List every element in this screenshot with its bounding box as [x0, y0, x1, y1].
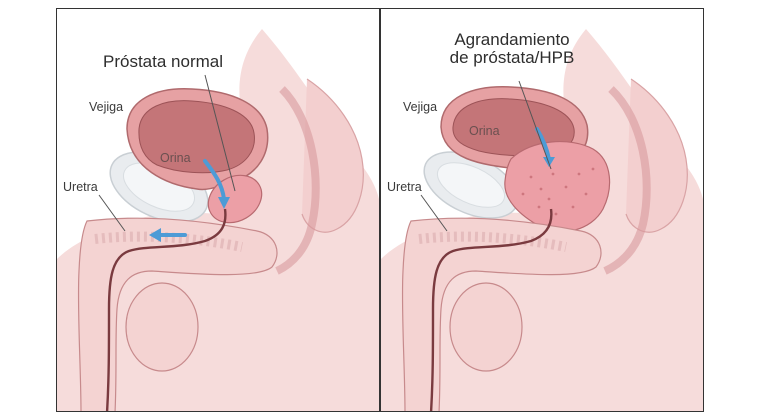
- leader-urethra: [98, 194, 126, 232]
- normal-prostate-title: Próstata normal: [103, 52, 223, 71]
- urine-label-left: Orina: [160, 151, 191, 165]
- enlarged-prostate-title-line2: de próstata/HPB: [449, 47, 575, 67]
- enlarged-prostate-title-line1: Agrandamiento: [454, 30, 570, 49]
- urethra: [429, 208, 553, 411]
- penis-rim: [94, 231, 243, 252]
- urine-arrow: [203, 159, 226, 201]
- rectum-curve: [275, 86, 320, 275]
- enlarged-prostate: [504, 140, 611, 233]
- enlarged-prostate-title: Agrandamiento de próstata/HPB: [427, 31, 597, 67]
- urethra-label-left: Uretra: [63, 180, 98, 194]
- leader-urethra: [420, 194, 448, 232]
- urine-arrow-head: [218, 197, 230, 209]
- urine-label-right: Orina: [469, 124, 500, 138]
- leader-prostate: [204, 74, 236, 192]
- penis-shaft: [401, 217, 602, 411]
- bladder-label-right: Vejiga: [403, 100, 438, 114]
- urethra-label-right: Uretra: [387, 180, 422, 194]
- pubic-bone-inner: [436, 162, 506, 208]
- rectum-curve: [603, 86, 651, 275]
- enlarged-prostate-illustration: [381, 9, 703, 411]
- penis-rim: [418, 231, 567, 252]
- urine-arrow: [535, 127, 551, 161]
- testicle: [449, 282, 523, 372]
- urethra-flow-arrow-head: [149, 228, 161, 242]
- bladder-label-left: Vejiga: [89, 100, 124, 114]
- testicle: [125, 282, 199, 372]
- normal-prostate-illustration: [57, 9, 379, 411]
- urethra: [105, 208, 227, 411]
- urine-arrow-head: [543, 157, 555, 167]
- enlarged-prostate-panel: Agrandamiento de próstata/HPB Vejiga Ori…: [380, 8, 704, 412]
- leader-prostate: [518, 80, 552, 170]
- prostate-texture: [521, 167, 595, 216]
- normal-prostate-panel: Próstata normal Vejiga Orina Uretra: [56, 8, 380, 412]
- penis-shaft: [77, 217, 278, 411]
